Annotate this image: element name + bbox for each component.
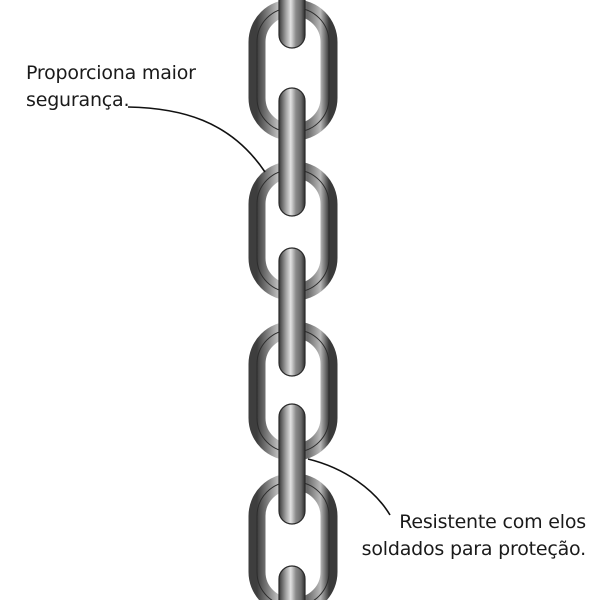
leader-line-2 [307, 458, 391, 516]
callout-safety: Proporciona maior segurança. [26, 60, 196, 114]
callout-safety-line2: segurança. [26, 89, 130, 111]
callout-welded-line2: soldados para proteção. [361, 538, 587, 560]
callout-welded-links: Resistente com elos soldados para proteç… [361, 509, 587, 563]
edge-links [278, 0, 306, 600]
leader-line-1 [127, 106, 266, 173]
callout-welded-line1: Resistente com elos [399, 511, 586, 533]
callout-safety-line1: Proporciona maior [26, 62, 196, 84]
